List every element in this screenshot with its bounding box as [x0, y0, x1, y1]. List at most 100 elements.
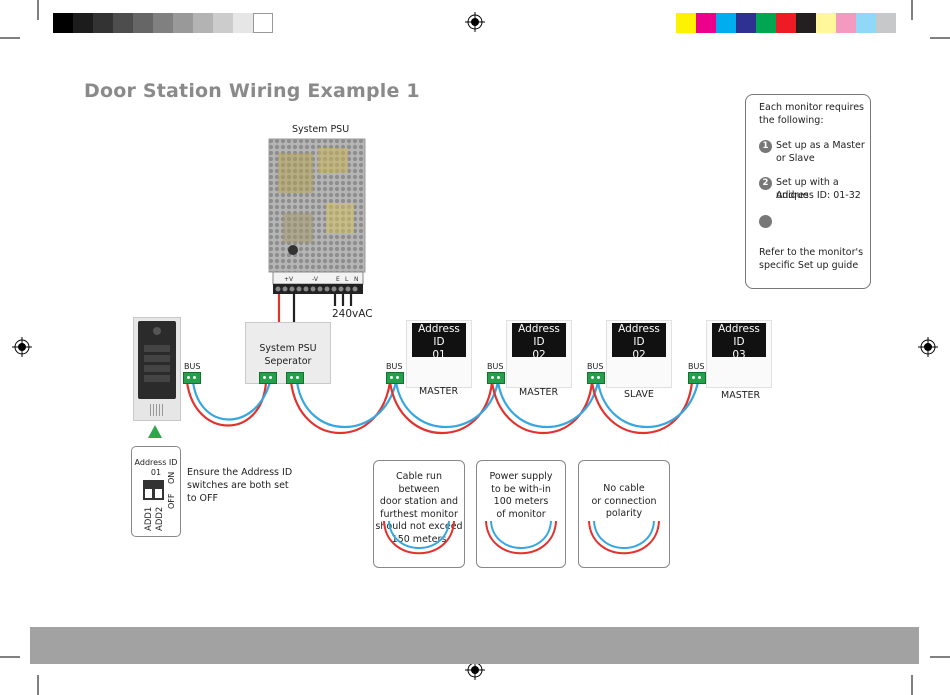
- psu-terminal-label: +V: [284, 276, 294, 283]
- cable-icon: [588, 520, 660, 555]
- monitor-requirements-box: Each monitor requires the following: 1 S…: [745, 94, 871, 289]
- monitor-address-label: Address ID: [618, 323, 660, 348]
- monitor-controls: [713, 365, 765, 381]
- calibration-swatch: [133, 13, 153, 33]
- calibration-swatch: [836, 13, 856, 33]
- note-line: or connection: [591, 495, 657, 507]
- mains-voltage-label: 240vAC: [332, 308, 373, 320]
- calibration-swatch: [233, 13, 253, 33]
- monitor-1-role: MASTER: [419, 386, 459, 397]
- cable-icon: [485, 520, 557, 555]
- psu-terminal-label: L: [345, 276, 349, 283]
- note-line: to be with-in: [491, 483, 551, 495]
- note-power-supply: Power supply to be with-in 100 meters of…: [476, 460, 566, 568]
- registration-mark-left: [12, 337, 32, 357]
- step-2-line1: Set up with a unique: [776, 177, 839, 201]
- page-title: Door Station Wiring Example 1: [84, 80, 420, 102]
- calibration-swatch: [113, 13, 133, 33]
- dip-note-line1: Ensure the Address ID: [187, 467, 293, 478]
- bus-label: BUS: [587, 362, 604, 371]
- monitor-address-label: Address ID: [518, 323, 560, 348]
- dip-switch-icon: [143, 480, 164, 500]
- step-2-line2: Address ID: 01-32: [776, 190, 861, 201]
- monitor-2-role: MASTER: [519, 387, 559, 398]
- dip-note-line3: to OFF: [187, 493, 218, 504]
- monitor-controls: [413, 365, 465, 381]
- registration-mark-right: [918, 337, 938, 357]
- note-cable-run: Cable run between door station and furth…: [373, 460, 465, 568]
- calibration-swatch: [676, 13, 696, 33]
- cable-icon: [383, 520, 455, 555]
- monitor-controls: [613, 365, 665, 381]
- door-station-terminal: [183, 372, 201, 384]
- calibration-swatch: [53, 13, 73, 33]
- monitor-address-label: Address ID: [718, 323, 760, 348]
- calibration-swatch: [876, 13, 896, 33]
- separator-label-line2: Seperator: [264, 356, 312, 367]
- calibration-swatch: [816, 13, 836, 33]
- psu-terminal-label: N: [354, 276, 359, 283]
- footer-bar: [30, 627, 919, 664]
- monitor-2-terminal: [487, 372, 505, 384]
- system-psu: +V -V E L N: [268, 138, 366, 294]
- monitor-address-id: 01: [432, 349, 446, 361]
- step-3-badge: [759, 215, 772, 228]
- dip-switch-box: Address ID 01 ON OFF ADD1 ADD2: [131, 446, 181, 537]
- calibration-swatch: [193, 13, 213, 33]
- wire-blue-3: [394, 381, 500, 428]
- calibration-swatch: [173, 13, 193, 33]
- step-1-badge: 1: [759, 140, 772, 153]
- dip-address-value: 01: [150, 468, 162, 477]
- psu-terminal-label: -V: [312, 276, 319, 283]
- arrow-up-icon: [148, 425, 162, 438]
- calibration-swatch: [93, 13, 113, 33]
- note-line: door station and: [379, 496, 459, 507]
- monitor-address-id: 02: [532, 349, 546, 361]
- bus-label: BUS: [184, 362, 201, 371]
- calibration-swatch: [213, 13, 233, 33]
- calibration-swatch: [696, 13, 716, 33]
- monitor-3-role: SLAVE: [624, 389, 654, 400]
- dip-note-line2: switches are both set: [187, 480, 289, 491]
- calibration-swatch: [856, 13, 876, 33]
- wire-blue-4: [496, 381, 600, 428]
- dip-switch1-label: ADD1: [144, 506, 154, 531]
- note-polarity: No cable or connection polarity: [578, 460, 670, 568]
- calibration-swatch: [253, 13, 273, 33]
- monitor-controls: [513, 365, 565, 381]
- note-line: Cable run between: [396, 471, 442, 495]
- wire-blue-2: [295, 381, 398, 428]
- speaker-grille-icon: [150, 404, 164, 416]
- calibration-swatch: [716, 13, 736, 33]
- wire-blue-1: [191, 381, 272, 421]
- note-line: polarity: [605, 508, 643, 519]
- calibration-swatch: [153, 13, 173, 33]
- monitor-address-label: Address ID: [418, 323, 460, 348]
- info-intro-line2: the following:: [759, 115, 824, 126]
- note-line: should not exceed: [375, 521, 463, 532]
- note-line: furthest monitor: [380, 508, 458, 520]
- monitor-3-terminal: [587, 372, 605, 384]
- note-line: No cable: [603, 483, 645, 494]
- separator-terminal-in: [259, 372, 277, 384]
- keypad-icon: [138, 321, 176, 399]
- calibration-swatch: [756, 13, 776, 33]
- dip-off-label: OFF: [167, 493, 176, 510]
- bus-label: BUS: [487, 362, 504, 371]
- bus-label: BUS: [386, 362, 403, 371]
- registration-mark-top: [465, 12, 485, 32]
- wire-red-4: [490, 381, 594, 434]
- monitor-address-id: 02: [632, 349, 646, 361]
- calibration-swatch: [776, 13, 796, 33]
- note-line: 150 meters: [391, 533, 447, 545]
- wire-red-3: [388, 381, 494, 434]
- monitor-4-terminal: [688, 372, 706, 384]
